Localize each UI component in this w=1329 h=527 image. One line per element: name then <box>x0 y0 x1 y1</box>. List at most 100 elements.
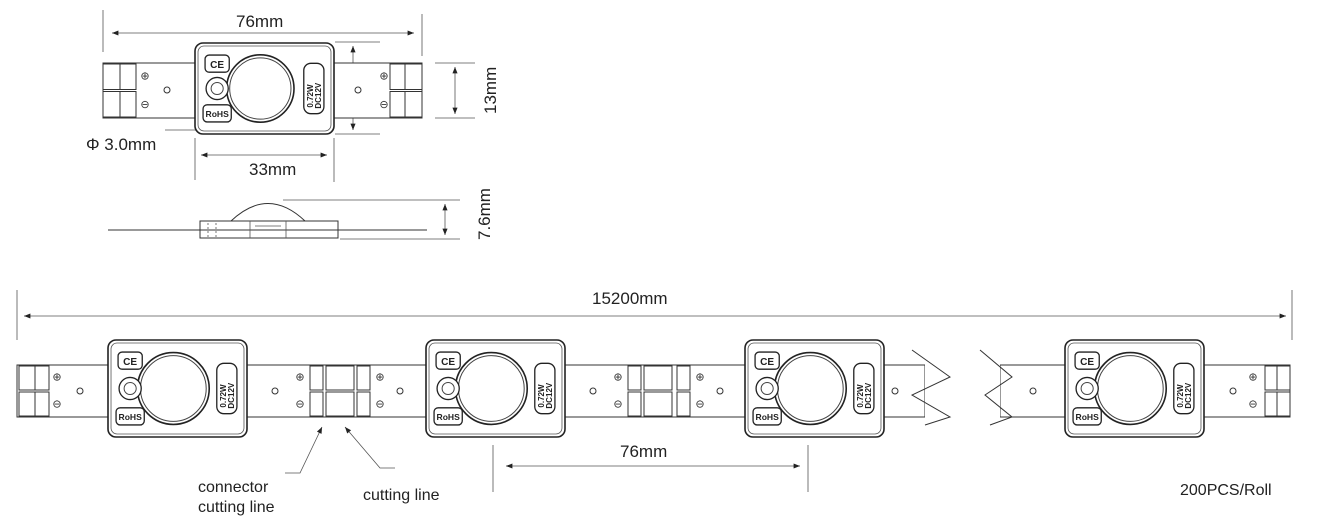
module-width-label: 33mm <box>249 160 296 179</box>
voltage-rating: DC12V <box>227 382 236 409</box>
power-rating: 0.72W <box>219 384 228 408</box>
power-rating: 0.72W <box>856 384 865 408</box>
solder-pad <box>102 91 121 118</box>
rohs-badge <box>115 407 145 426</box>
ce-mark: CE <box>210 60 224 71</box>
connector-cutting-line-label: connector <box>198 479 269 496</box>
cutting-line-pointer <box>344 426 395 469</box>
rohs-badge <box>433 407 463 426</box>
mounting-hole <box>1080 381 1094 396</box>
mounting-hole <box>354 86 362 94</box>
mounting-hole <box>163 86 171 94</box>
ce-badge <box>754 351 780 370</box>
module-body-inner <box>747 342 882 435</box>
plus-sign: ⊕ <box>613 372 622 384</box>
rohs-badge <box>202 104 232 123</box>
plus-sign: ⊕ <box>140 71 149 83</box>
lens-outer <box>454 351 529 426</box>
ce-mark: CE <box>760 357 774 368</box>
module-body-inner <box>110 342 245 435</box>
break-line <box>910 349 952 426</box>
pitch-label: 76mm <box>620 442 667 461</box>
mounting-hole <box>271 387 279 395</box>
plus-sign: ⊕ <box>295 372 304 384</box>
solder-pad <box>643 365 673 391</box>
rating-badge <box>853 362 875 415</box>
module-body-inner <box>197 45 332 132</box>
ce-mark: CE <box>441 357 455 368</box>
solder-pad <box>1276 391 1291 417</box>
cutting-line-label: cutting line <box>363 487 440 504</box>
ce-badge <box>204 54 230 73</box>
top-view-dimensions: 76mm 22mm 13mm 33mm Φ 3.0mm <box>86 10 500 182</box>
solder-pad <box>18 391 36 417</box>
minus-sign: ⊖ <box>379 99 388 111</box>
side-height-label: 7.6mm <box>475 188 494 240</box>
mounting-hole <box>396 387 404 395</box>
solder-pad <box>676 365 691 391</box>
lens-outer <box>773 351 848 426</box>
minus-sign: ⊖ <box>295 399 304 411</box>
solder-pad <box>404 63 423 90</box>
mounting-hole <box>76 387 84 395</box>
mounting-hole <box>760 381 774 396</box>
plus-sign: ⊕ <box>379 71 388 83</box>
connector-cutting-line-label: cutting line <box>198 499 275 516</box>
mounting-hole <box>1029 387 1037 395</box>
rohs-mark: RoHS <box>437 412 461 422</box>
minus-sign: ⊖ <box>613 399 622 411</box>
side-view-lens <box>230 203 306 222</box>
solder-pad <box>1264 391 1278 417</box>
power-rating: 0.72W <box>1176 384 1185 408</box>
solder-pad <box>389 63 406 90</box>
solder-pad <box>627 365 642 391</box>
solder-pad <box>34 391 50 417</box>
hole-diameter-label: Φ 3.0mm <box>86 135 156 154</box>
mounting-hole <box>589 387 597 395</box>
minus-sign: ⊖ <box>140 99 149 111</box>
mounting-hole <box>1229 387 1237 395</box>
solder-pad <box>627 391 642 417</box>
rohs-badge <box>752 407 782 426</box>
solder-pad <box>325 391 355 417</box>
ce-badge <box>1074 351 1100 370</box>
side-view: 7.6mm <box>108 188 494 240</box>
break-line <box>979 349 1013 426</box>
rohs-mark: RoHS <box>1076 412 1100 422</box>
solder-pad <box>34 365 50 391</box>
solder-pad <box>309 365 324 391</box>
total-length-label: 15200mm <box>592 289 668 308</box>
ce-badge <box>117 351 143 370</box>
solder-pad <box>643 391 673 417</box>
connector-cutting-line-pointer <box>285 426 323 474</box>
mounting-hole <box>891 387 899 395</box>
minus-sign: ⊖ <box>52 399 61 411</box>
rating-badge <box>216 362 238 415</box>
solder-pad <box>119 91 137 118</box>
solder-pad <box>1264 365 1278 391</box>
solder-pad <box>356 391 371 417</box>
rating-badge <box>1173 362 1195 415</box>
led-strip: ⊕⊖⊕⊖⊕⊖⊕⊖⊕⊖⊕⊖⊕⊖CERoHS0.72WDC12VCERoHS0.72… <box>16 339 1291 438</box>
minus-sign: ⊖ <box>1248 399 1257 411</box>
lens-outer <box>1093 351 1168 426</box>
rohs-mark: RoHS <box>206 109 230 119</box>
module-body-inner <box>428 342 563 435</box>
ce-mark: CE <box>123 357 137 368</box>
solder-pad <box>309 391 324 417</box>
power-rating: 0.72W <box>537 384 546 408</box>
side-view-body <box>199 220 339 239</box>
solder-pad <box>119 63 137 90</box>
solder-pad <box>325 365 355 391</box>
rohs-mark: RoHS <box>119 412 143 422</box>
solder-pad <box>1276 365 1291 391</box>
mounting-hole <box>441 381 455 396</box>
solder-pad <box>676 391 691 417</box>
solder-pad <box>356 365 371 391</box>
